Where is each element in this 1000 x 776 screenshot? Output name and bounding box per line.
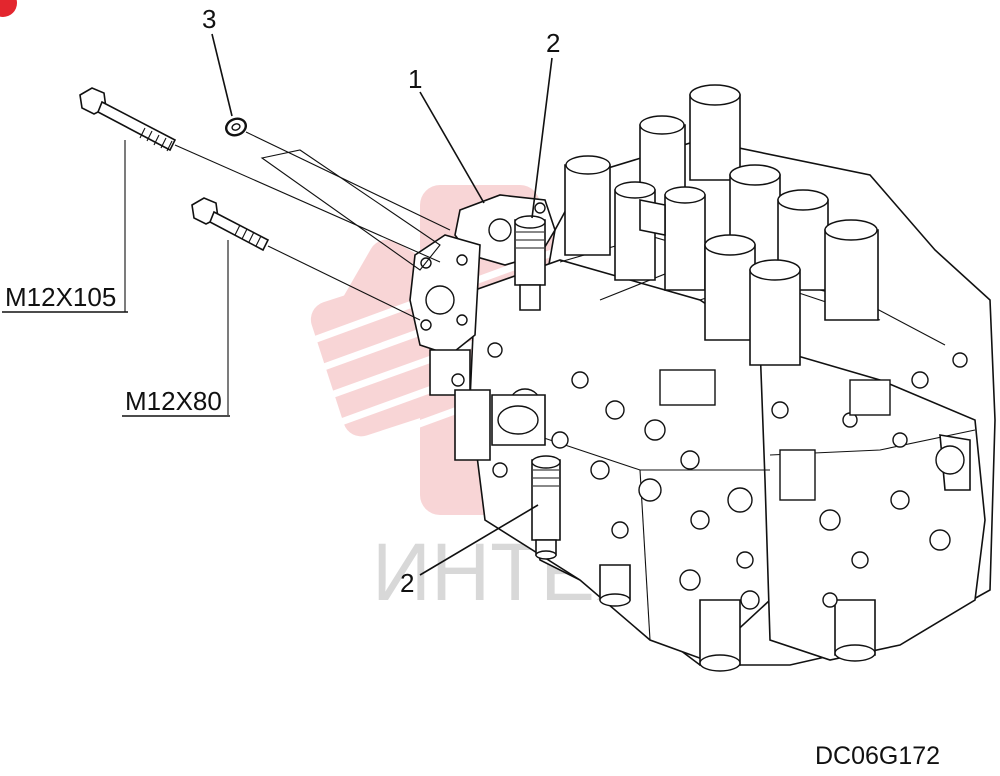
port-holes [487, 342, 968, 610]
leader-part-1 [419, 91, 485, 204]
bolt-m12x105 [79, 87, 441, 312]
drawing-code: DC06G172 [815, 742, 940, 770]
bolt-m12x80 [191, 197, 421, 415]
callout-part-2-bottom: 2 [400, 568, 414, 598]
part-1-valve-flange [409, 194, 556, 461]
corner-badge [0, 0, 17, 17]
o-ring-leader-line [245, 131, 451, 231]
leader-part-3 [211, 33, 233, 117]
callout-part-3: 3 [202, 4, 216, 34]
part-3-o-ring [225, 117, 247, 137]
leader-part-2-top [531, 57, 553, 219]
gasket-outline [260, 149, 441, 271]
part-2-bottom-cartridge [531, 455, 561, 560]
callout-part-1: 1 [408, 64, 422, 94]
spool-caps [564, 84, 879, 366]
leader-part-2-bottom [419, 504, 539, 576]
part-2-top-cartridge [514, 215, 546, 311]
bolt-label-m12x80: M12X80 [125, 386, 222, 416]
callout-part-2-top: 2 [546, 28, 560, 58]
bolt-label-m12x105: M12X105 [5, 282, 116, 312]
